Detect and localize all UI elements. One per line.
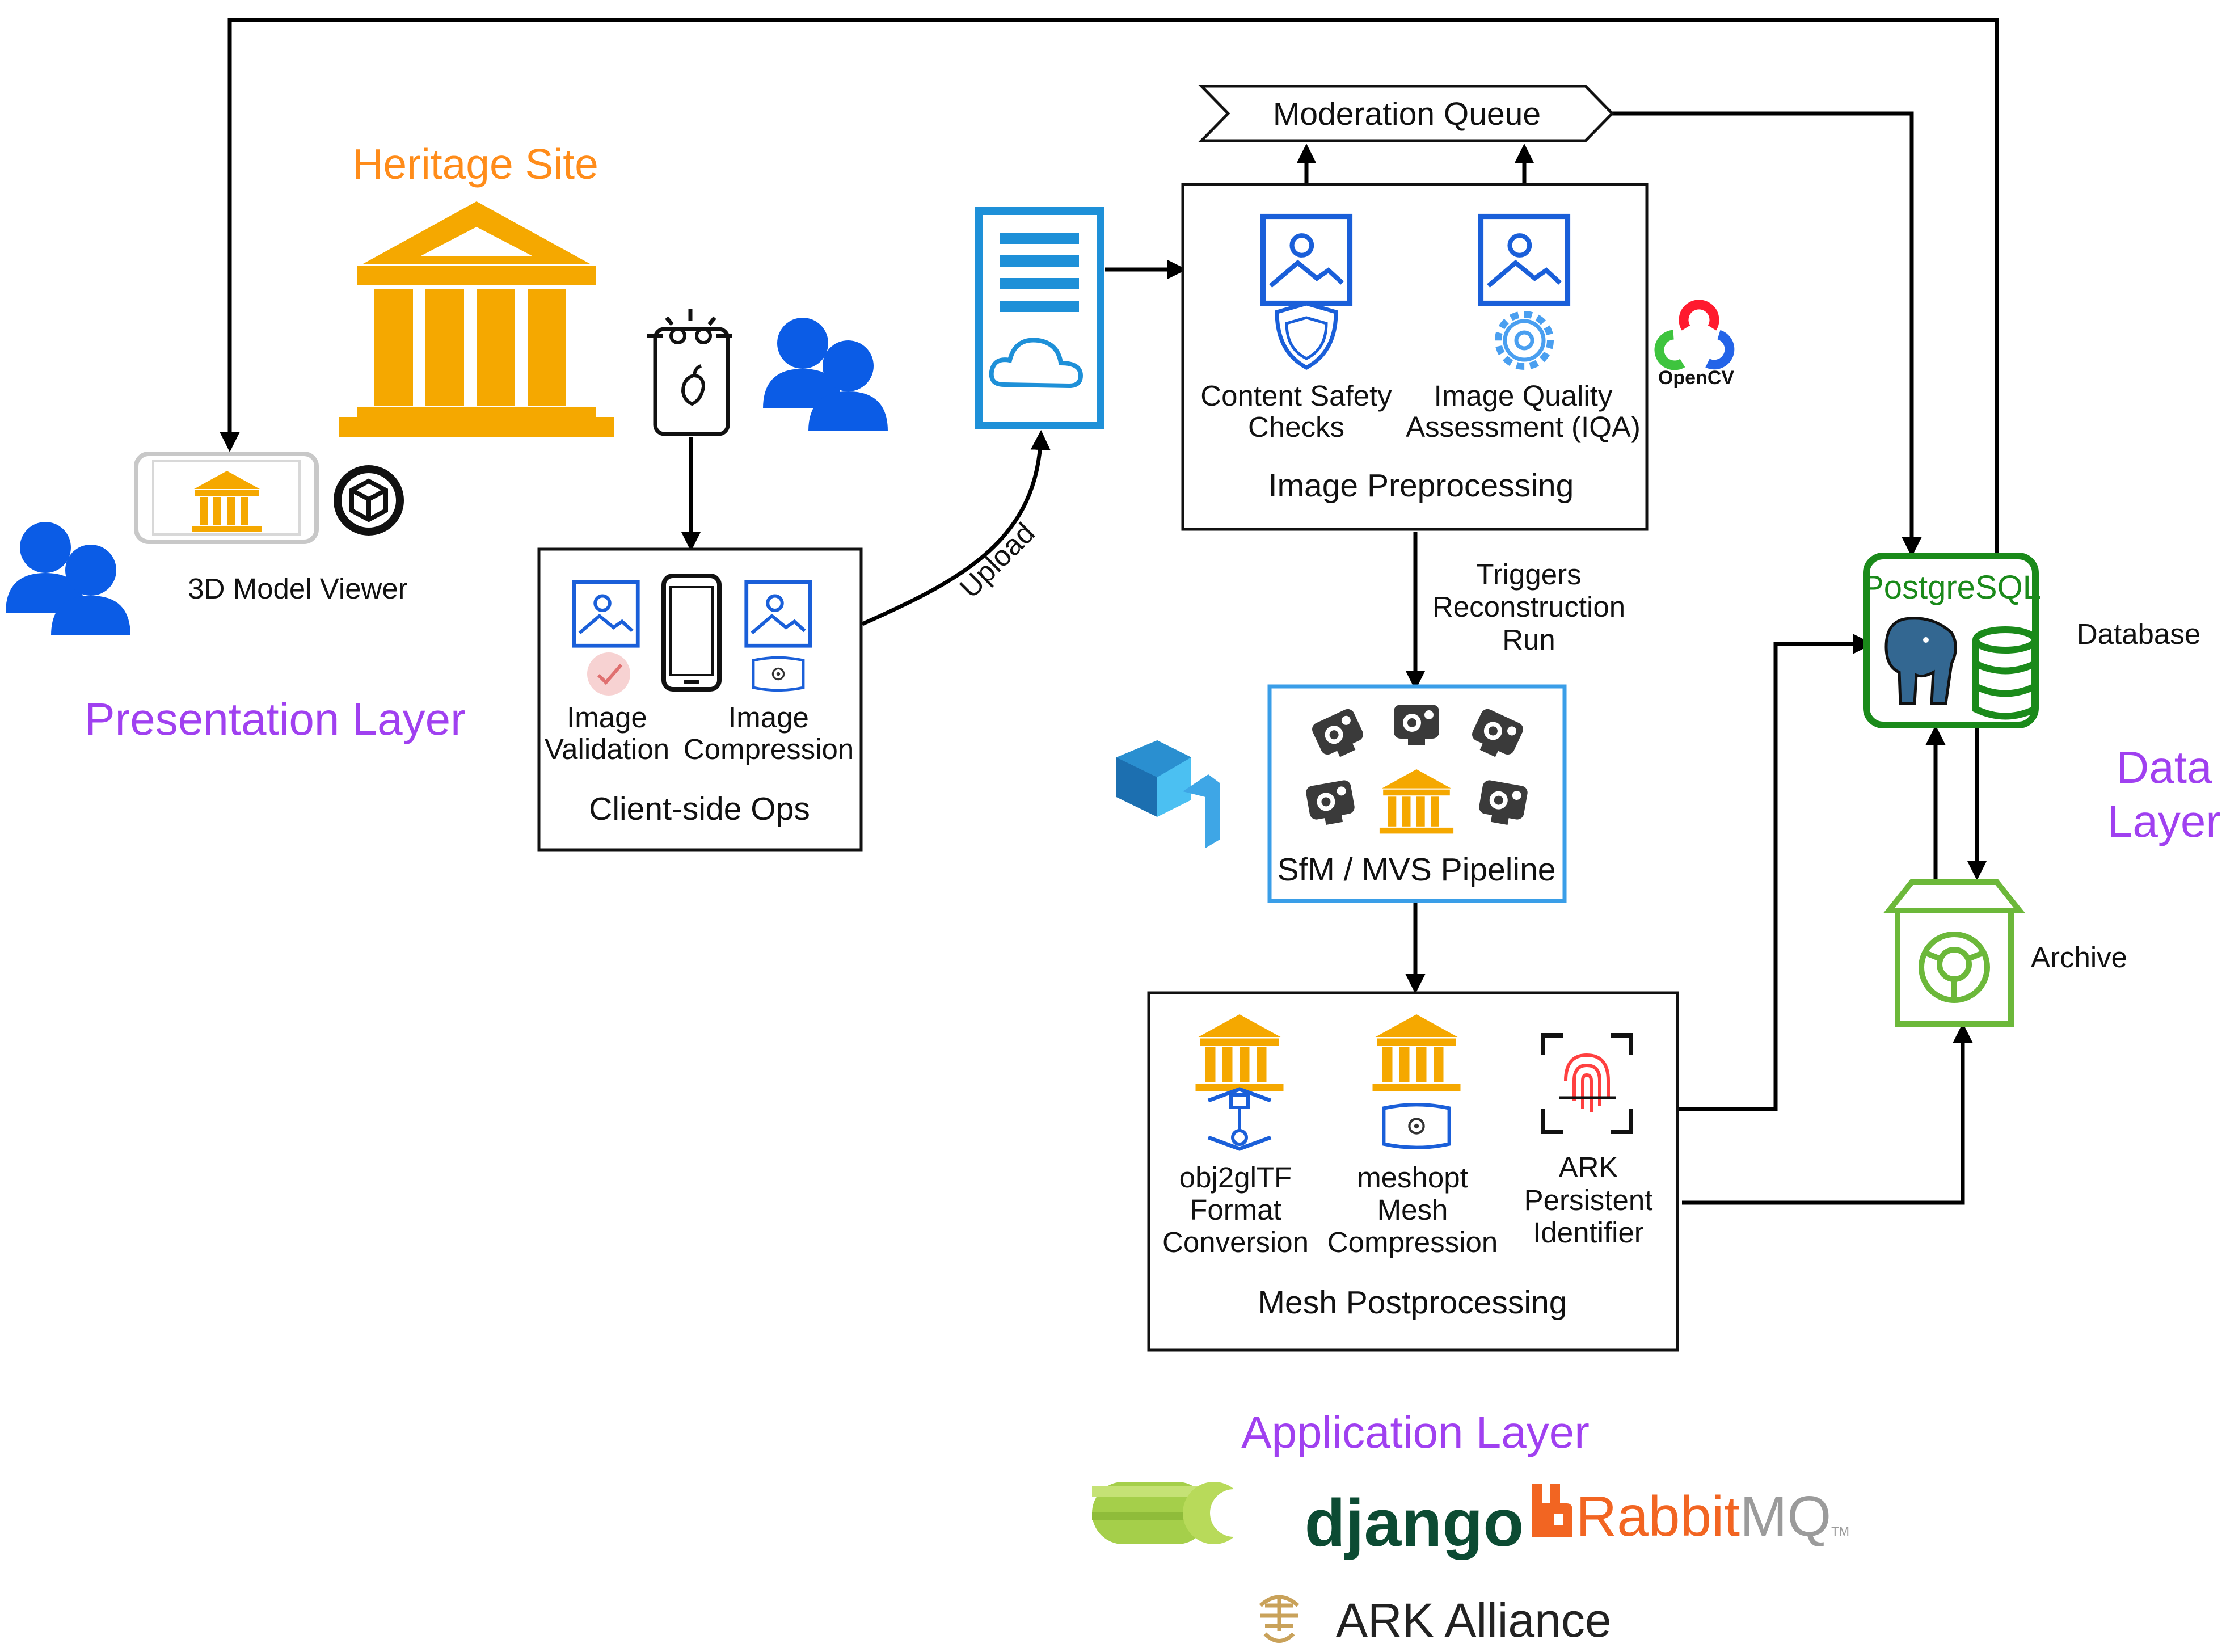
photographer-users-icon [763, 318, 888, 431]
meshopt-label-2: Mesh [1377, 1194, 1448, 1226]
triggers-label-1: Triggers [1476, 558, 1581, 591]
obj2gltf-label-2: Format [1190, 1194, 1281, 1226]
heritage-site-label: Heritage Site [352, 140, 598, 188]
validation-check-icon [587, 652, 630, 696]
fingerprint-scan-icon [1541, 1033, 1633, 1134]
heritage-building-icon [339, 201, 614, 437]
rabbitmq-bold-text: Rabbit [1576, 1485, 1740, 1548]
archive-icon [1883, 879, 2026, 1027]
ark-alliance-label: ARK Alliance [1336, 1594, 1612, 1647]
application-layer-label: Application Layer [1241, 1407, 1590, 1457]
smartphone-camera-icon [647, 309, 732, 436]
data-layer: PostgreSQL Database Archive Data Layer [1862, 553, 2221, 1027]
image-preprocessing-box: Content Safety Checks Image Quality Asse… [1181, 183, 1649, 531]
post-to-db-arrow [1679, 634, 1873, 1111]
compression-panel-icon [753, 658, 803, 690]
database-cylinder-icon [1972, 626, 2038, 720]
celery-logo [1092, 1482, 1258, 1544]
client-ops-title: Client-side Ops [589, 791, 810, 827]
shield-icon [1275, 301, 1338, 370]
upload-label: Upload [953, 516, 1041, 604]
application-layer: Application Layer django RabbitMQTM ARK … [1092, 1407, 1849, 1647]
triggers-label-3: Run [1502, 623, 1555, 656]
data-layer-label-2: Layer [2107, 796, 2221, 846]
postgresql-label: PostgreSQL [1862, 569, 2041, 606]
meshopt-panel-icon [1384, 1105, 1449, 1148]
image-preprocessing-title: Image Preprocessing [1268, 467, 1574, 504]
safety-label-1: Content Safety [1200, 380, 1392, 412]
rabbitmq-tm-text: TM [1831, 1524, 1849, 1539]
sfm-label: SfM / MVS Pipeline [1277, 852, 1555, 888]
meshopt-label-3: Compression [1327, 1226, 1498, 1258]
safety-label-2: Checks [1248, 411, 1344, 443]
validation-image-icon [574, 582, 638, 646]
queue-to-db-arrow [1611, 111, 1922, 557]
ark-alliance-logo: ARK Alliance [1259, 1594, 1612, 1647]
rabbitmq-light-text: MQ [1740, 1485, 1831, 1548]
reconstruction-engine-logo [1116, 740, 1220, 848]
validation-label-2: Validation [545, 733, 669, 765]
sfm-pipeline-box: SfM / MVS Pipeline [1267, 684, 1567, 903]
content-safety-image-icon [1263, 217, 1350, 304]
ark-label-2: Persistent [1524, 1184, 1653, 1216]
rabbitmq-logo: RabbitMQTM [1532, 1484, 1849, 1548]
obj2gltf-label-1: obj2glTF [1179, 1161, 1292, 1194]
iqa-label-1: Image Quality [1434, 380, 1613, 412]
moderation-queue-shape: Moderation Queue [1198, 85, 1614, 142]
opencv-logo: OpenCV [1654, 300, 1734, 389]
phone-frame-icon [661, 574, 722, 692]
presentation-layer-label: Presentation Layer [85, 694, 466, 744]
mesh-postprocessing-title: Mesh Postprocessing [1258, 1284, 1567, 1321]
upload-arrow [861, 430, 1051, 626]
opencv-label: OpenCV [1658, 367, 1734, 389]
iqa-label-2: Assessment (IQA) [1406, 411, 1641, 443]
db-to-viewer-arrow [220, 18, 1999, 559]
client-ops-box: Image Validation Image Compression Clien… [537, 547, 863, 852]
postgresql-database: PostgreSQL [1862, 553, 2041, 728]
django-logo: django [1305, 1486, 1524, 1561]
ark-label-1: ARK [1559, 1151, 1618, 1183]
compression-label-2: Compression [684, 733, 854, 765]
model-viewer-label: 3D Model Viewer [188, 572, 407, 605]
archive-label: Archive [2031, 941, 2127, 974]
triggers-label-2: Reconstruction [1432, 591, 1625, 623]
viewer-users-icon [6, 522, 130, 635]
gear-icon [1495, 311, 1554, 370]
moderation-queue-label: Moderation Queue [1273, 96, 1541, 132]
mesh-postprocessing-box: obj2glTF Format Conversion meshopt Mesh … [1147, 991, 1679, 1352]
compression-image-icon [747, 582, 811, 646]
meshopt-label-1: meshopt [1357, 1161, 1468, 1194]
tablet-viewer-icon [134, 452, 319, 544]
postgres-elephant-icon [1884, 617, 1957, 705]
obj2gltf-label-3: Conversion [1162, 1226, 1309, 1258]
post-to-archive-arrow [1682, 1023, 1973, 1205]
ark-label-3: Identifier [1533, 1216, 1644, 1249]
model-3d-icon [334, 465, 404, 536]
database-label: Database [2077, 618, 2200, 650]
rabbitmq-label: RabbitMQTM [1576, 1485, 1849, 1548]
connectors [220, 18, 1999, 1205]
validation-label-1: Image [567, 701, 647, 734]
compression-label-1: Image [728, 701, 809, 734]
obj2gltf-convert-icon [1207, 1087, 1272, 1151]
cloud-server-icon [975, 207, 1104, 429]
presentation-layer: Heritage Site [6, 140, 888, 744]
iqa-image-icon [1481, 217, 1568, 304]
data-layer-label-1: Data [2117, 742, 2212, 793]
